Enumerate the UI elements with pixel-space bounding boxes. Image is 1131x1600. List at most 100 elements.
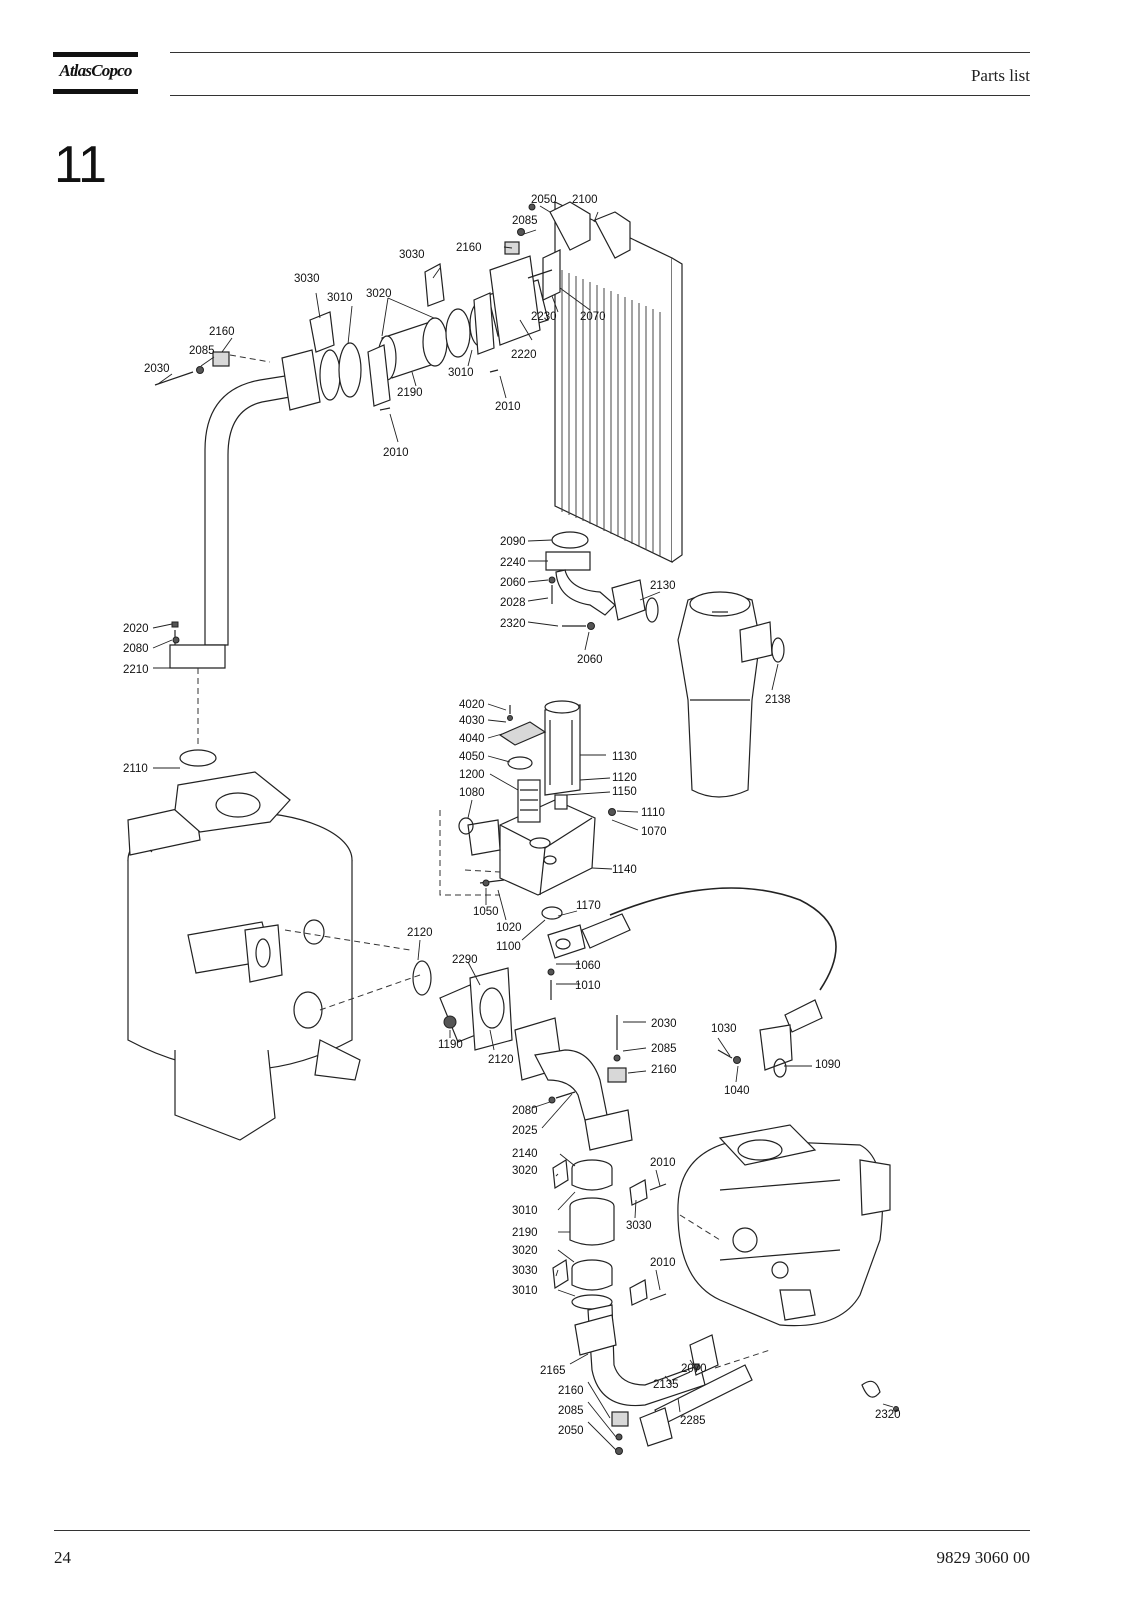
- callout-label: 3030: [294, 273, 320, 285]
- header-rule-bottom: [170, 95, 1030, 96]
- callout-label: 2320: [500, 618, 526, 630]
- valve-block-assembly: [439, 700, 616, 920]
- callout-label: 2120: [407, 927, 433, 939]
- callout-label: 4020: [459, 699, 485, 711]
- callout-label: 2085: [558, 1405, 584, 1417]
- callout-label: 2100: [572, 194, 598, 206]
- callout-label: 2060: [500, 577, 526, 589]
- page-number: 24: [54, 1548, 71, 1567]
- callout-label: 1060: [575, 960, 601, 972]
- flexible-hose: [547, 887, 837, 1078]
- callout-label: 3010: [512, 1205, 538, 1217]
- callout-label: 2320: [875, 1409, 901, 1421]
- callout-label: 2160: [651, 1064, 677, 1076]
- callout-label: 3010: [512, 1285, 538, 1297]
- callout-label: 2010: [383, 447, 409, 459]
- callout-label: 1070: [641, 826, 667, 838]
- callout-label: 3030: [626, 1220, 652, 1232]
- callout-label: 3010: [448, 367, 474, 379]
- callout-label: 3030: [512, 1265, 538, 1277]
- callout-label: 3020: [512, 1165, 538, 1177]
- callout-label: 2028: [500, 597, 526, 609]
- callout-label: 2090: [500, 536, 526, 548]
- callout-label: 2160: [456, 242, 482, 254]
- callout-label: 3020: [512, 1245, 538, 1257]
- callout-label: 1140: [612, 864, 637, 876]
- callout-label: 1080: [459, 787, 485, 799]
- callout-label: 2080: [512, 1105, 538, 1117]
- callout-label: 2010: [650, 1157, 676, 1169]
- callout-label: 2085: [512, 215, 538, 227]
- callout-label: 2050: [558, 1425, 584, 1437]
- callout-label: 4030: [459, 715, 485, 727]
- callout-label: 1030: [711, 1023, 737, 1035]
- callout-label: 2240: [500, 557, 526, 569]
- callout-label: 2060: [577, 654, 603, 666]
- callout-label: 1200: [459, 769, 485, 781]
- callout-leader-lines: [152, 205, 894, 1451]
- logo-bar-bottom: [53, 89, 138, 94]
- callout-label: 1190: [438, 1039, 463, 1051]
- callout-label: 1130: [612, 751, 637, 763]
- callout-label: 2220: [511, 349, 537, 361]
- callout-label: 2160: [558, 1385, 584, 1397]
- callout-label: 1150: [612, 786, 637, 798]
- callout-label: 2025: [512, 1125, 538, 1137]
- oil-filter: [677, 591, 785, 798]
- callout-label: 2138: [765, 694, 791, 706]
- atlas-copco-logo: AtlasCopco: [53, 52, 138, 94]
- callout-label: 2190: [512, 1227, 538, 1239]
- header-rule-top: [170, 52, 1030, 53]
- callout-label: 2130: [650, 580, 676, 592]
- callout-label: 2010: [650, 1257, 676, 1269]
- cooler-fins: [561, 270, 661, 556]
- callout-label: 1170: [576, 900, 601, 912]
- document-type: Parts list: [970, 66, 1030, 85]
- callout-label: 3030: [399, 249, 425, 261]
- callout-label: 3020: [366, 288, 392, 300]
- callout-label: 2070: [580, 311, 606, 323]
- callout-label: 1020: [496, 922, 522, 934]
- callout-label: 2030: [144, 363, 170, 375]
- callout-label: 2080: [123, 643, 149, 655]
- callout-label: 2190: [397, 387, 423, 399]
- separator-tank: [127, 771, 421, 1141]
- callout-label: 2110: [123, 763, 148, 775]
- callout-label: 2165: [540, 1365, 566, 1377]
- document-number: 9829 3060 00: [936, 1548, 1031, 1567]
- seal-ring-2110: [179, 749, 217, 767]
- callout-label: 2140: [512, 1148, 538, 1160]
- callout-label: 1010: [575, 980, 601, 992]
- callout-label: 1120: [612, 772, 637, 784]
- callout-label: 2050: [531, 194, 557, 206]
- callout-label: 2070: [681, 1363, 707, 1375]
- callout-label: 2210: [123, 664, 149, 676]
- callout-label: 4050: [459, 751, 485, 763]
- callout-label: 1090: [815, 1059, 841, 1071]
- callout-label: 2085: [189, 345, 215, 357]
- lower-coupling-stack: [552, 1158, 771, 1455]
- upper-pipe-assembly: [154, 203, 659, 748]
- footer-rule: [54, 1530, 1030, 1531]
- section-number: 11: [54, 136, 107, 194]
- callout-label: 1110: [641, 807, 665, 819]
- logo-bar-top: [53, 52, 138, 57]
- callout-label: 2285: [680, 1415, 706, 1427]
- oil-cooler: [549, 201, 683, 563]
- center-pipe-elbow: [412, 960, 633, 1151]
- compressor-element: [677, 1124, 899, 1412]
- callout-labels: 2050 2100 2085 2160 3030 3030 3010 3020 …: [123, 194, 901, 1437]
- callout-label: 2020: [123, 623, 149, 635]
- callout-label: 4040: [459, 733, 485, 745]
- callout-label: 2135: [653, 1379, 679, 1391]
- callout-label: 2230: [531, 311, 557, 323]
- callout-label: 2010: [495, 401, 521, 413]
- callout-label: 2030: [651, 1018, 677, 1030]
- logo-wordmark: AtlasCopco: [59, 61, 132, 80]
- callout-label: 2085: [651, 1043, 677, 1055]
- callout-label: 1050: [473, 906, 499, 918]
- callout-label: 2120: [488, 1054, 514, 1066]
- callout-label: 1100: [496, 941, 521, 953]
- callout-label: 2160: [209, 326, 235, 338]
